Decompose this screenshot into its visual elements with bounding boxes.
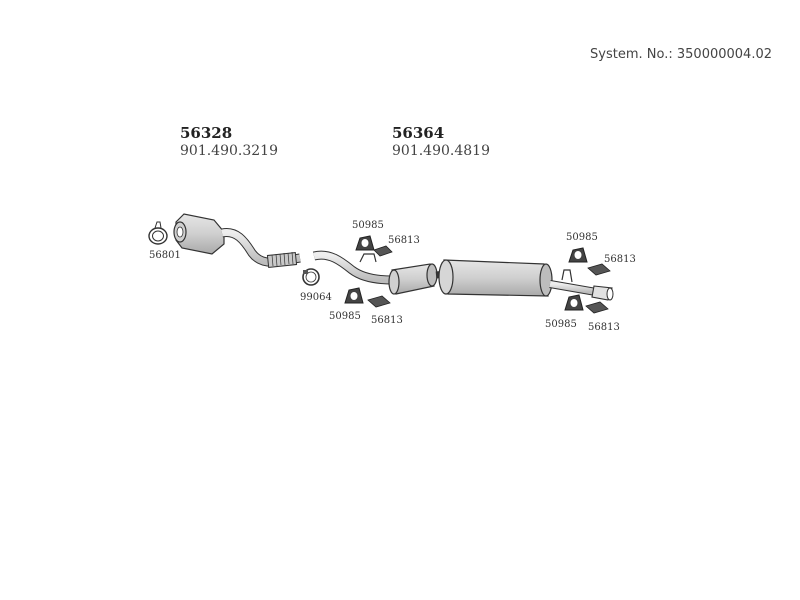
assembly-front: 56328 901.490.3219 [180,124,278,159]
part-label-50985-a: 50985 [352,220,384,231]
rear-silencer [438,259,553,297]
bracket-2 [367,295,391,308]
front-clamp [148,221,168,245]
hanger-rubber-4 [564,294,584,311]
front-pipe [221,227,301,268]
part-label-56813-d: 56813 [588,322,620,333]
bracket-3 [587,263,611,276]
hanger-rubber-3 [568,247,588,263]
hanger-rubber-2 [344,287,364,304]
assembly-part-number: 901.490.4819 [392,143,490,159]
part-label-50985-b: 50985 [329,311,361,322]
part-label-50985-d: 50985 [545,319,577,330]
bracket-4 [585,301,609,314]
assembly-rear: 56364 901.490.4819 [392,124,490,159]
part-label-99064: 99064 [300,292,332,303]
part-label-56813-a: 56813 [388,235,420,246]
mid-clamp [302,268,320,286]
hanger-rubber-1 [355,235,375,251]
assembly-number: 56328 [180,124,233,142]
intermediate-pipe [312,250,393,285]
part-label-56801: 56801 [149,250,181,261]
system-number: System. No.: 350000004.02 [590,47,772,62]
middle-silencer [388,263,438,295]
catalytic-converter [173,213,225,255]
part-label-50985-c: 50985 [566,232,598,243]
assembly-part-number: 901.490.3219 [180,143,278,159]
assembly-number: 56364 [392,124,445,142]
part-label-56813-c: 56813 [604,254,636,265]
part-label-56813-b: 56813 [371,315,403,326]
tail-pipe [549,269,614,301]
bracket-1 [373,245,393,257]
